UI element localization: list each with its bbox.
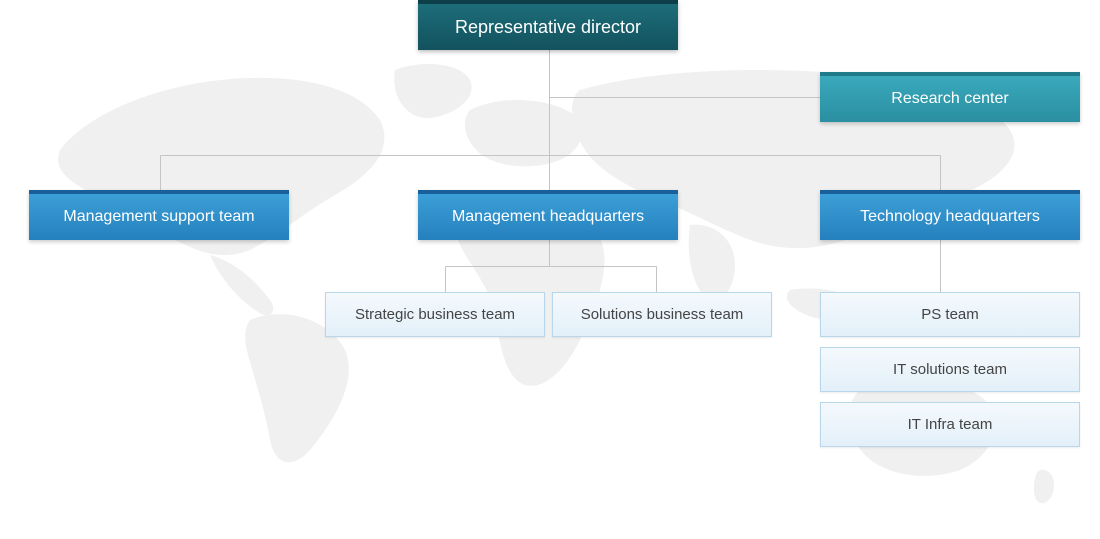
strategic-business-team-label: Strategic business team [354, 306, 516, 323]
it-solutions-team-label: IT solutions team [893, 361, 1007, 378]
it-infra-team-label: IT Infra team [907, 416, 993, 433]
management-headquarters-box: Management headquarters [418, 190, 678, 240]
it-solutions-team-box: IT solutions team [820, 347, 1080, 392]
ps-team-box: PS team [820, 292, 1080, 337]
management-support-team-label: Management support team [63, 208, 255, 225]
representative-director-label: Representative director [454, 16, 642, 37]
strategic-business-team-box: Strategic business team [325, 292, 545, 337]
research-center-box: Research center [820, 72, 1080, 122]
management-headquarters-label: Management headquarters [451, 208, 645, 225]
technology-headquarters-label: Technology headquarters [860, 208, 1040, 225]
research-center-label: Research center [891, 90, 1009, 107]
technology-headquarters-box: Technology headquarters [820, 190, 1080, 240]
representative-director-box: Representative director [418, 0, 678, 50]
solutions-business-team-label: Solutions business team [580, 306, 744, 323]
it-infra-team-box: IT Infra team [820, 402, 1080, 447]
ps-team-label: PS team [921, 306, 979, 323]
management-support-team-box: Management support team [29, 190, 289, 240]
solutions-business-team-box: Solutions business team [552, 292, 772, 337]
